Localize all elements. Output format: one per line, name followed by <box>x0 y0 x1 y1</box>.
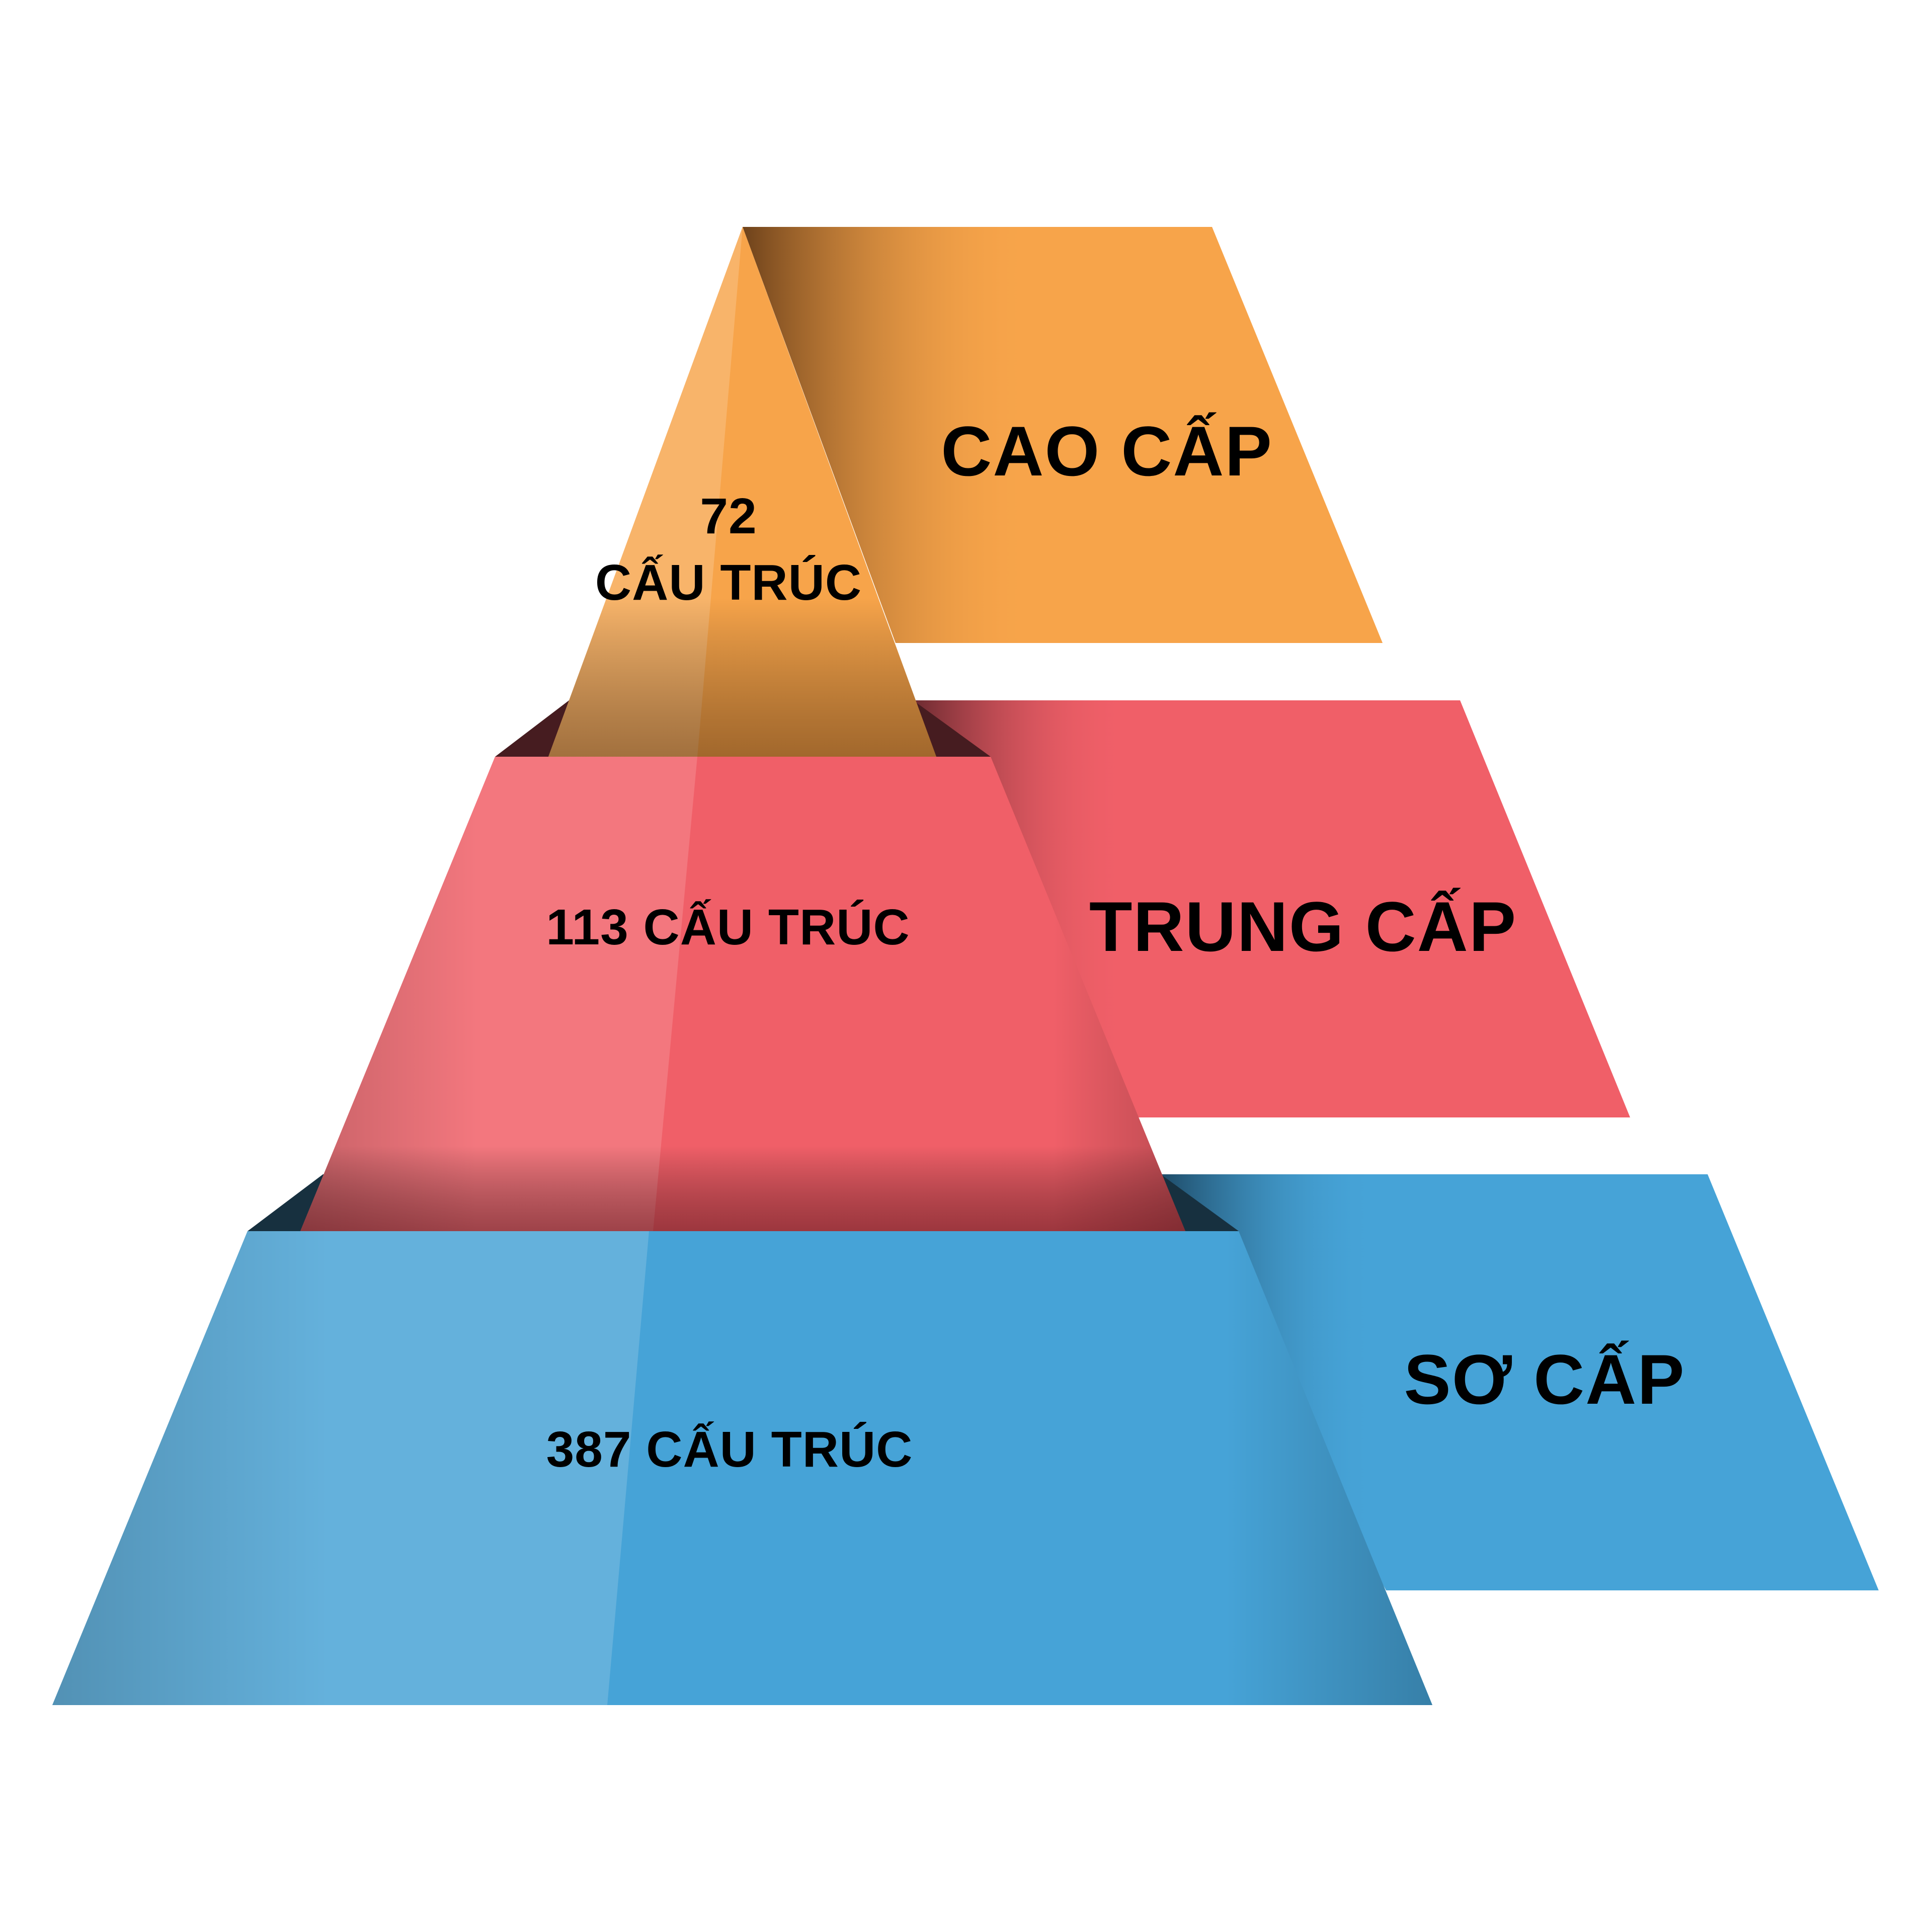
tier-top-count-number: 72 <box>700 488 757 544</box>
tier-middle-label: TRUNG CẤP <box>1089 887 1517 966</box>
tier-top-label: CAO CẤP <box>941 412 1273 491</box>
tier-top-band: CAO CẤP <box>743 227 1383 643</box>
tier-bottom-block: 387 CẤU TRÚC <box>52 1231 1432 1705</box>
tier-bottom-label: SƠ CẤP <box>1404 1340 1685 1419</box>
tier-top-count-unit: CẤU TRÚC <box>595 554 862 611</box>
tier-bottom-count: 387 CẤU TRÚC <box>546 1421 913 1478</box>
tier-middle-count: 113 CẤU TRÚC <box>546 899 910 955</box>
tier-top-block: 72 CẤU TRÚC <box>548 227 936 757</box>
tier-middle-block: 113 CẤU TRÚC <box>300 757 1185 1231</box>
